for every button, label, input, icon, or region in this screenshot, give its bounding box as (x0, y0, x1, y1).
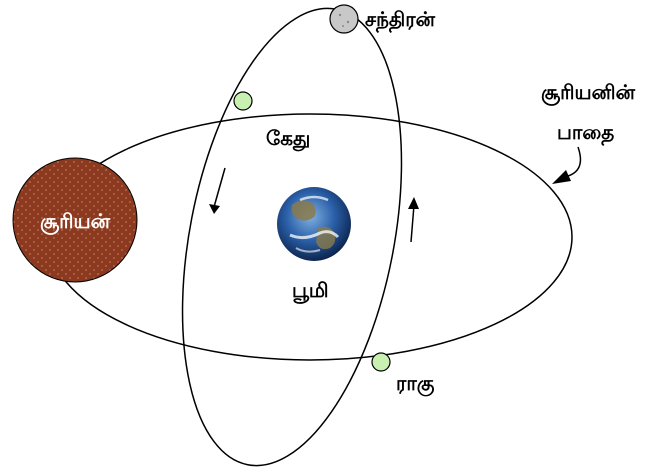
pointer-arrow-icon (552, 146, 582, 184)
ketu-label: கேது (266, 126, 310, 152)
arrow-up-icon (408, 197, 419, 243)
sun-disc-icon (12, 157, 138, 283)
sun-label: சூரியன் (40, 209, 111, 235)
rahu-node (371, 352, 391, 372)
sun-path-label-line2: பாதை (557, 120, 614, 146)
rahu-label: ராகு (396, 371, 435, 397)
earth-label: பூமி (292, 278, 329, 304)
moon-label: சந்திரன் (365, 7, 436, 33)
earth-globe-icon (277, 187, 351, 261)
arrow-down-icon (209, 167, 226, 214)
ketu-node (233, 91, 253, 111)
sun-path-label-line1: சூரியனின் (541, 80, 636, 106)
moon-disc-icon (329, 4, 359, 34)
